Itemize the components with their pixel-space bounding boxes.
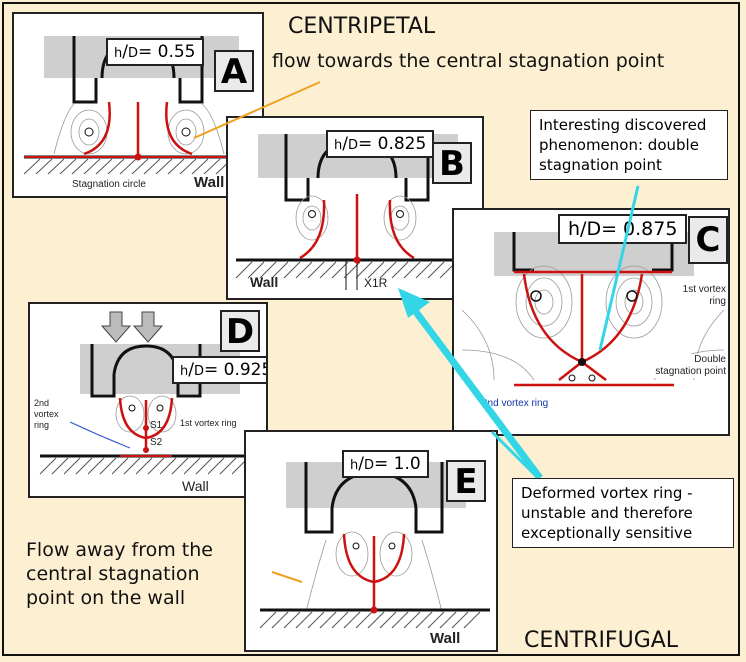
ratio-b: h/D= 0.825: [326, 130, 434, 158]
wall-hatch-e: [260, 612, 480, 628]
first-ring-label-d: 1st vortex ring: [180, 418, 237, 428]
panel-d: h/D= 0.925 D 2nd vortex ring 1st vortex …: [28, 302, 268, 498]
stagnation-label-a: Stagnation circle: [72, 179, 146, 190]
panel-letter-e: E: [446, 460, 486, 502]
ratio-c: h/D= 0.875: [558, 214, 687, 244]
s1-point: [143, 425, 149, 431]
panel-letter-b: B: [432, 142, 472, 184]
flow-away-text: Flow away from the central stagnation po…: [26, 538, 236, 610]
wall-hatch-d: [40, 458, 260, 474]
s2-point: [143, 447, 149, 453]
centripetal-title: CENTRIPETAL: [288, 14, 435, 39]
panel-e: h/D= 1.0 E Wall: [244, 430, 498, 652]
wall-label-d: Wall: [182, 478, 209, 494]
interesting-callout: Interesting discovered phenomenon: doubl…: [530, 110, 728, 180]
stagnation-point-b: [354, 257, 361, 264]
centrifugal-title: CENTRIFUGAL: [524, 628, 678, 653]
panel-c: h/D= 0.875 C 1st vortex ring Double stag…: [452, 208, 730, 436]
ratio-a: h/D= 0.55: [106, 38, 204, 66]
flow-lines-a: [84, 102, 192, 154]
vortex-right: [182, 128, 190, 136]
vortex-ring-2-right: [589, 375, 595, 381]
second-ring-label: 2nd vortex ring: [482, 398, 548, 409]
ratio-e: h/D= 1.0: [342, 450, 429, 478]
stagnation-point-a: [135, 154, 142, 161]
down-arrow-right: [134, 312, 162, 342]
vortex-left: [85, 128, 93, 136]
double-stagnation-point: [578, 358, 586, 366]
ratio-d: h/D= 0.925: [172, 356, 268, 384]
vortex-ring-1-right: [627, 291, 637, 301]
s2-label: S2: [150, 437, 162, 448]
vortex-right: [389, 543, 395, 549]
wall-label-a: Wall: [194, 174, 224, 191]
wall-label-b: Wall: [250, 274, 278, 290]
deformed-callout: Deformed vortex ring - unstable and ther…: [512, 478, 734, 548]
stagnation-point-e: [371, 607, 378, 614]
vortex-right: [157, 405, 163, 411]
vortex-left: [309, 211, 316, 218]
centripetal-desc: flow towards the central stagnation poin…: [272, 50, 664, 72]
vortex-left: [129, 405, 135, 411]
vortex-ring-2-left: [569, 375, 575, 381]
down-arrow-left: [102, 312, 130, 342]
x-label-b: X1R: [364, 276, 387, 290]
vortex-right: [397, 211, 404, 218]
vortex-left: [353, 543, 359, 549]
flow-lines-b: [300, 194, 414, 258]
first-ring-label: 1st vortex ring: [676, 284, 726, 308]
double-stagnation-label: Double stagnation point: [654, 354, 726, 378]
panel-letter-d: D: [220, 310, 260, 352]
s1-label: S1: [150, 420, 162, 431]
second-ring-label-d: 2nd vortex ring: [34, 398, 74, 431]
ring2-pointer: [70, 422, 130, 448]
wall-label-e: Wall: [430, 630, 460, 647]
panel-letter-c: C: [688, 216, 728, 264]
panel-b: h/D= 0.825 B Wall X1R: [226, 116, 484, 300]
wall-hatch-a: [24, 159, 256, 174]
panel-letter-a: A: [214, 50, 254, 92]
